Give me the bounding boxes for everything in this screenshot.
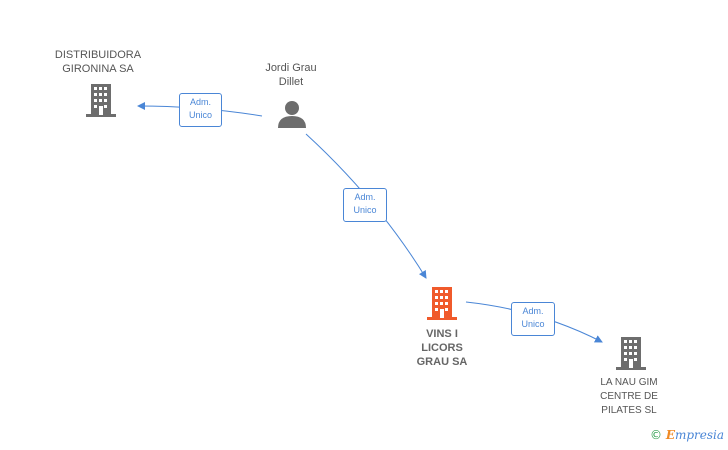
building-icon[interactable] xyxy=(616,337,646,370)
node-label-vins[interactable]: VINS I LICORS GRAU SA xyxy=(416,328,468,368)
edge-label-vins-to-lanau: Adm. Unico xyxy=(511,302,555,336)
person-icon[interactable] xyxy=(278,101,306,128)
copyright-symbol: © xyxy=(650,428,662,442)
building-icon[interactable] xyxy=(86,84,116,117)
edge-label-jordi-to-distribuidora: Adm. Unico xyxy=(179,93,222,127)
node-label-distribuidora[interactable]: DISTRIBUIDORA GIRONINA SA xyxy=(54,49,142,75)
node-label-lanau[interactable]: LA NAU GIM CENTRE DE PILATES SL xyxy=(600,377,658,416)
edge-label-jordi-to-vins: Adm. Unico xyxy=(343,188,387,222)
building-icon[interactable] xyxy=(427,287,457,320)
brand-initial: E xyxy=(665,428,675,442)
node-label-jordi[interactable]: Jordi Grau Dillet xyxy=(265,62,317,88)
empresia-logo[interactable]: © Empresia xyxy=(650,428,724,442)
brand-name: mpresia xyxy=(674,428,725,442)
